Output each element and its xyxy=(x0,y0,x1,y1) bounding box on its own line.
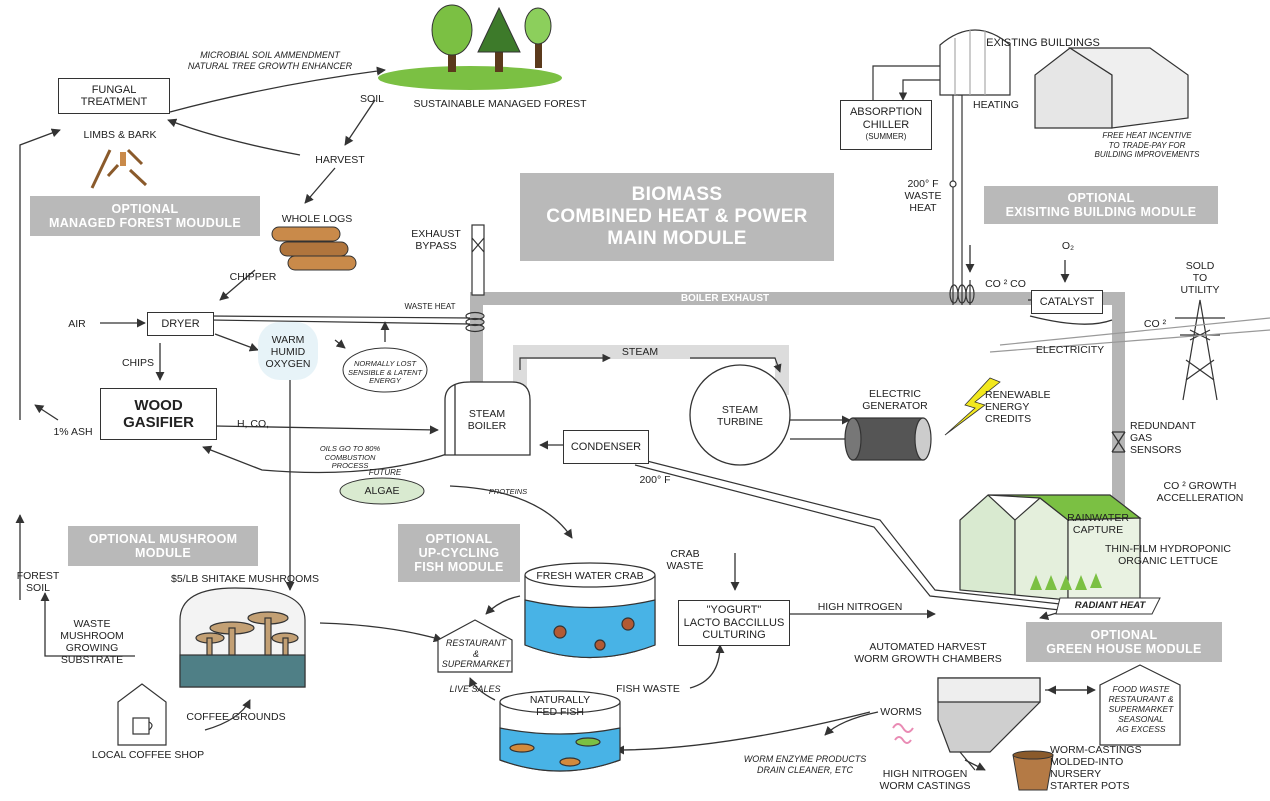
condenser-box: CONDENSER xyxy=(563,430,649,464)
lettuce-plants xyxy=(1030,573,1102,590)
tree-icon xyxy=(378,4,562,90)
building-module-banner: OPTIONAL EXISITING BUILDING MODULE xyxy=(984,186,1218,224)
lettuce-label: THIN-FILM HYDROPONIC ORGANIC LETTUCE xyxy=(1105,543,1231,567)
flower-pot-icon xyxy=(1012,754,1054,791)
temp-200-label: 200° F xyxy=(639,474,671,486)
limbs-icon xyxy=(90,148,148,189)
forest-soil-label: FOREST SOIL xyxy=(16,570,60,594)
oils-label: OILS GO TO 80% COMBUSTION PROCESS xyxy=(319,444,381,470)
hopper-icon xyxy=(937,677,1041,771)
chips-label: CHIPS xyxy=(121,357,155,369)
greenhouse-module-banner: OPTIONAL GREEN HOUSE MODULE xyxy=(1026,622,1222,662)
normally-lost-label: NORMALLY LOST SENSIBLE & LATENT ENERGY xyxy=(347,359,423,385)
co2-growth-label: CO ² GROWTH ACCELLERATION xyxy=(1156,480,1244,504)
fish-waste-label: FISH WASTE xyxy=(616,683,680,695)
warm-oxygen-label: WARM HUMID OXYGEN xyxy=(265,334,311,370)
high-nitrogen-castings-label: HIGH NITROGEN WORM CASTINGS xyxy=(879,768,971,792)
rainwater-label: RAINWATER CAPTURE xyxy=(1067,512,1129,536)
high-nitrogen-label: HIGH NITROGEN xyxy=(817,601,903,613)
forest-label: SUSTAINABLE MANAGED FOREST xyxy=(413,98,587,110)
soil-label: SOIL xyxy=(360,93,384,105)
greenhouse-icon xyxy=(959,494,1142,601)
mushroom-module-banner: OPTIONAL MUSHROOM MODULE xyxy=(68,526,258,566)
co2-label: CO ² xyxy=(1143,318,1167,330)
catalyst-box: CATALYST xyxy=(1031,290,1103,314)
coffee-shop-label: LOCAL COFFEE SHOP xyxy=(91,749,205,761)
boiler-exhaust-pipe xyxy=(470,292,1125,522)
automated-harvest-label: AUTOMATED HARVEST WORM GROWTH CHAMBERS xyxy=(854,641,1002,665)
steam-label: STEAM xyxy=(621,346,659,358)
air-label: AIR xyxy=(68,318,86,330)
dryer-box: DRYER xyxy=(147,312,214,336)
boiler-exhaust-label: BOILER EXHAUST xyxy=(680,293,770,304)
waste-mushroom-label: WASTE MUSHROOM GROWING SUBSTRATE xyxy=(60,618,124,666)
fish-icon xyxy=(499,690,621,772)
exhaust-bypass-stack xyxy=(471,224,485,296)
radiant-heat-label: RADIANT HEAT xyxy=(1074,600,1146,611)
waste-heat-pipe-label: WASTE HEAT xyxy=(404,302,456,311)
proteins-label: PROTEINS xyxy=(488,487,528,496)
ash-label: 1% ASH xyxy=(53,426,93,438)
naturally-fed-label: NATURALLY FED FISH xyxy=(529,694,591,718)
electric-generator-label: ELECTRIC GENERATOR xyxy=(862,388,928,412)
limbs-label: LIMBS & BARK xyxy=(83,129,157,141)
sold-label: SOLD TO UTILITY xyxy=(1180,260,1220,296)
restaurant-label: RESTAURANT & SUPERMARKET xyxy=(441,638,511,669)
h-co-label: H, CO, xyxy=(236,418,270,430)
worm-icon xyxy=(892,723,914,744)
free-heat-label: FREE HEAT INCENTIVE TO TRADE-PAY FOR BUI… xyxy=(1094,131,1200,159)
harvest-label: HARVEST xyxy=(315,154,365,166)
microbial-label: MICROBIAL SOIL AMMENDMENT NATURAL TREE G… xyxy=(187,50,353,71)
absorption-chiller-box: ABSORPTION CHILLER (SUMMER) xyxy=(840,100,932,150)
coffee-grounds-label: COFFEE GROUNDS xyxy=(186,711,286,723)
log-pile-icon xyxy=(271,226,357,271)
forest-module-banner: OPTIONAL MANAGED FOREST MOUDULE xyxy=(30,196,260,236)
chipper-label: CHIPPER xyxy=(229,271,277,283)
generator-icon xyxy=(790,417,932,461)
fungal-treatment-box: FUNGAL TREATMENT xyxy=(58,78,170,114)
redundant-label: REDUNDANT GAS SENSORS xyxy=(1130,420,1196,456)
lightning-icon xyxy=(944,377,1001,436)
heating-label: HEATING xyxy=(973,99,1019,111)
waste-heat-200-label: 200° F WASTE HEAT xyxy=(904,178,942,214)
power-tower-icon xyxy=(989,299,1270,401)
whole-logs-label: WHOLE LOGS xyxy=(281,213,353,225)
electricity-label: ELECTRICITY xyxy=(1035,344,1105,356)
crab-icon xyxy=(524,562,656,659)
yogurt-box: "YOGURT" LACTO BACCILLUS CULTURING xyxy=(678,600,790,646)
crab-label: FRESH WATER CRAB xyxy=(536,570,644,582)
worm-enzyme-label: WORM ENZYME PRODUCTS DRAIN CLEANER, ETC xyxy=(743,754,867,775)
main-module-banner: BIOMASS COMBINED HEAT & POWER MAIN MODUL… xyxy=(520,173,834,261)
castings-pots-label: WORM-CASTINGS MOLDED-INTO NURSERY STARTE… xyxy=(1050,744,1142,792)
boiler-icon xyxy=(444,381,531,456)
renewable-label: RENEWABLE ENERGY CREDITS xyxy=(985,389,1051,425)
exhaust-bypass-label: EXHAUST BYPASS xyxy=(411,228,461,252)
valve-icon xyxy=(1111,431,1126,453)
steam-boiler-label: STEAM BOILER xyxy=(467,408,507,432)
crab-waste-label: CRAB WASTE xyxy=(666,548,704,572)
mushroom-icon xyxy=(179,587,306,688)
live-sales-label: LIVE SALES xyxy=(449,684,501,694)
house-icon xyxy=(939,29,1189,129)
worms-label: WORMS xyxy=(880,706,922,718)
fish-module-banner: OPTIONAL UP-CYCLING FISH MODULE xyxy=(398,524,520,582)
chiller-title: ABSORPTION CHILLER xyxy=(849,106,923,131)
turbine-icon xyxy=(689,364,791,466)
existing-buildings-label: EXISTING BUILDINGS xyxy=(986,37,1100,49)
heat-exchanger-coil xyxy=(465,311,485,333)
future-label: FUTURE xyxy=(368,468,402,477)
co2-co-label: CO ² CO xyxy=(985,278,1026,290)
food-waste-label: FOOD WASTE RESTAURANT & SUPERMARKET SEAS… xyxy=(1108,684,1174,734)
steam-loop xyxy=(513,345,789,395)
algae-label: ALGAE xyxy=(364,485,400,497)
chiller-subtitle: (SUMMER) xyxy=(865,132,907,142)
coffee-cup-icon xyxy=(117,683,167,746)
shitake-label: $5/LB SHITAKE MUSHROOMS xyxy=(170,573,319,585)
o2-label: O₂ xyxy=(1061,240,1075,252)
steam-turbine-label: STEAM TURBINE xyxy=(716,404,764,428)
wood-gasifier-box: WOOD GASIFIER xyxy=(100,388,217,440)
